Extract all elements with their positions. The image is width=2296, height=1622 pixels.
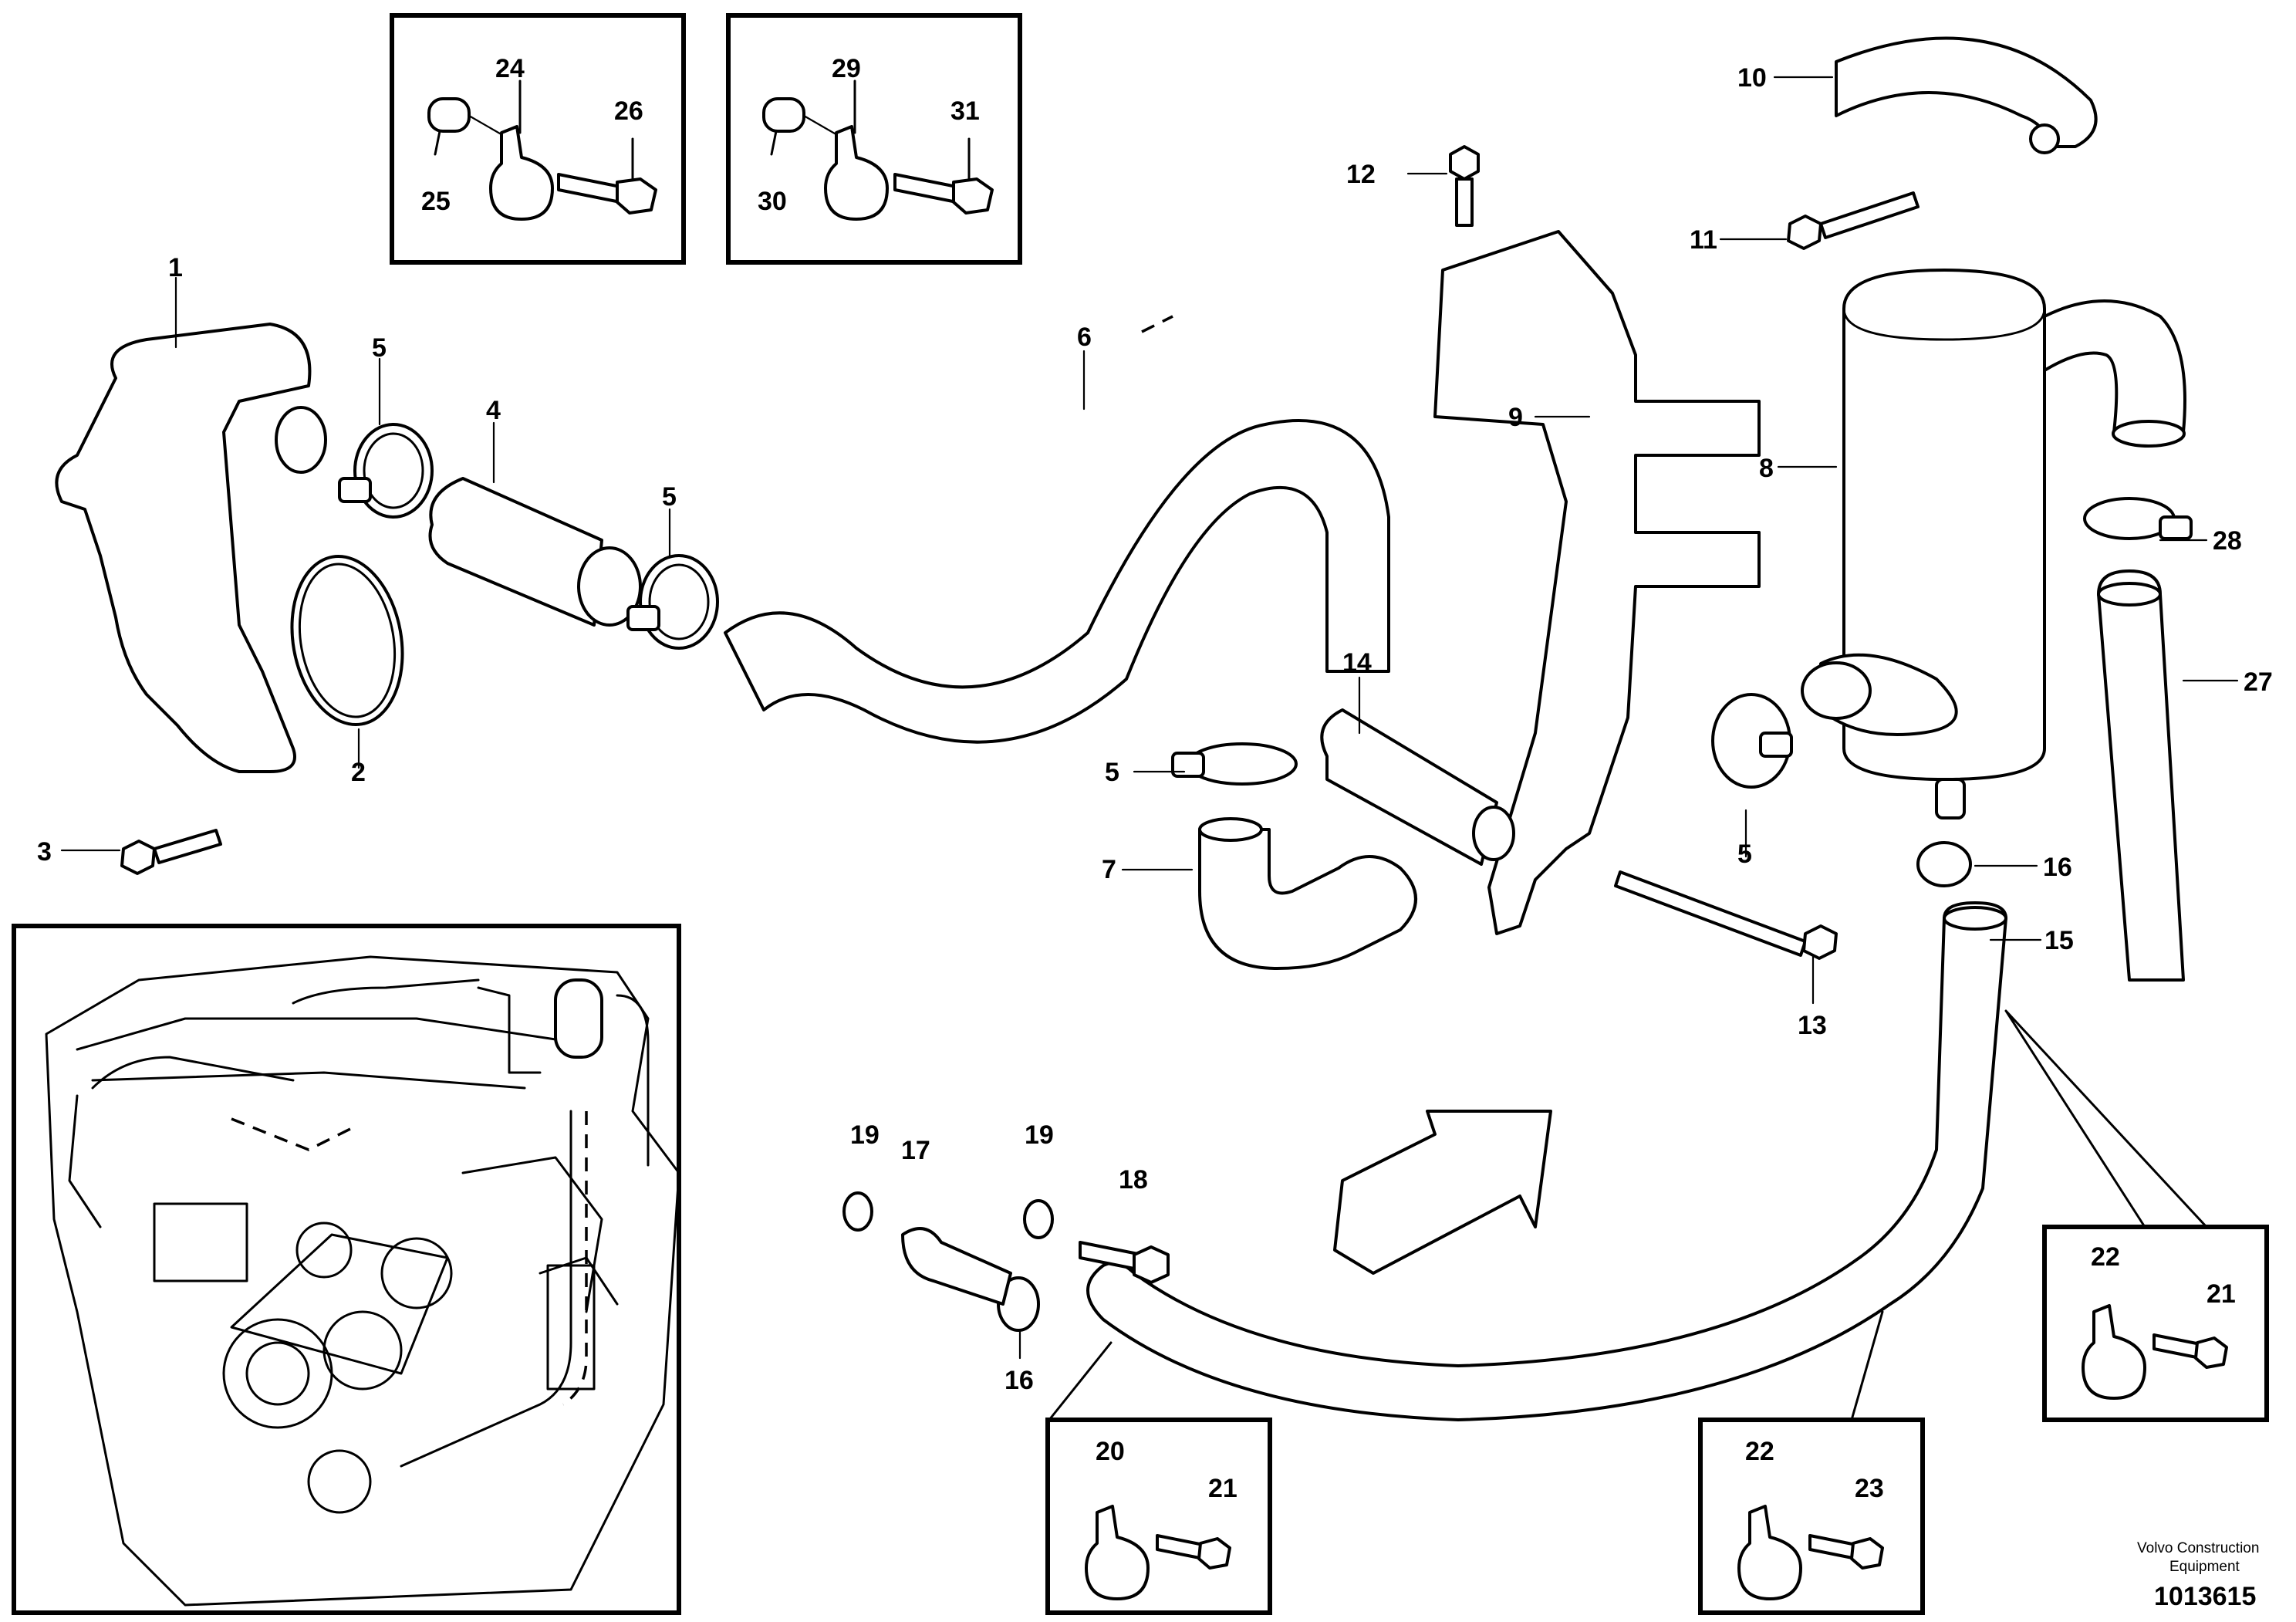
detail-box-22-23 xyxy=(1698,1310,1925,1615)
clamp-5-b xyxy=(639,554,719,650)
detail-box-24-26 xyxy=(390,13,686,265)
callout-2: 2 xyxy=(351,758,366,787)
washer-19-a xyxy=(842,1191,873,1232)
screw-3 xyxy=(120,829,222,875)
strap-10 xyxy=(1835,36,2098,148)
callout-31: 31 xyxy=(950,96,980,126)
callout-6: 6 xyxy=(1077,323,1092,352)
bracket-9 xyxy=(1433,230,1761,935)
callout-3: 3 xyxy=(37,837,52,867)
callout-19b: 19 xyxy=(1025,1120,1054,1150)
leader-lines xyxy=(60,76,2239,1360)
callout-28: 28 xyxy=(2213,526,2242,556)
callout-30: 30 xyxy=(758,187,787,216)
elbow-7 xyxy=(1198,828,1417,970)
callout-10: 10 xyxy=(1737,63,1767,93)
brand-line-2: Equipment xyxy=(2169,1559,2240,1575)
callout-16b: 16 xyxy=(1004,1366,1034,1395)
callout-21a: 21 xyxy=(1208,1474,1237,1503)
callout-1: 1 xyxy=(168,253,183,282)
callout-12: 12 xyxy=(1346,160,1376,189)
callout-13: 13 xyxy=(1798,1011,1827,1040)
callout-labels: 1 2 3 4 5 5 5 5 6 7 8 9 10 11 12 13 14 1… xyxy=(37,54,2273,1503)
callout-22b: 22 xyxy=(2091,1242,2120,1272)
callout-5a: 5 xyxy=(372,333,387,363)
callout-16a: 16 xyxy=(2043,853,2072,882)
clamp-5-a xyxy=(353,423,434,519)
hose-14 xyxy=(1320,708,1498,866)
brand-line-1: Volvo Construction xyxy=(2137,1540,2259,1556)
housing-outlet xyxy=(275,406,327,474)
callout-17: 17 xyxy=(901,1136,930,1165)
clip-16-a xyxy=(1916,841,1972,887)
breather-housing xyxy=(55,323,312,773)
bolt-13 xyxy=(1614,870,1838,960)
hose-4 xyxy=(428,477,603,627)
callout-21b: 21 xyxy=(2207,1279,2236,1309)
banjo-17 xyxy=(901,1227,1012,1306)
callout-11: 11 xyxy=(1690,225,1717,255)
callout-5d: 5 xyxy=(1737,840,1752,869)
callout-5c: 5 xyxy=(1105,758,1119,787)
seal-ring xyxy=(290,554,404,727)
screw-11 xyxy=(1787,191,1920,250)
callout-9: 9 xyxy=(1508,403,1523,432)
callout-4: 4 xyxy=(486,396,501,425)
callout-7: 7 xyxy=(1102,855,1116,884)
callout-23: 23 xyxy=(1855,1474,1884,1503)
callout-27: 27 xyxy=(2244,667,2273,697)
callout-5b: 5 xyxy=(662,482,677,512)
engine-overview-inset xyxy=(12,924,681,1615)
callout-25: 25 xyxy=(421,187,451,216)
flow-arrow xyxy=(1333,1110,1552,1275)
callout-8: 8 xyxy=(1759,454,1774,483)
hose-6 xyxy=(724,419,1390,744)
callout-19a: 19 xyxy=(850,1120,880,1150)
callout-18: 18 xyxy=(1119,1165,1148,1195)
bolt-12 xyxy=(1449,145,1480,227)
hose-15 xyxy=(1086,901,2007,1421)
callout-29: 29 xyxy=(832,54,861,83)
detail-box-29-31 xyxy=(726,13,1022,265)
callout-14: 14 xyxy=(1342,648,1372,678)
callout-22a: 22 xyxy=(1745,1437,1774,1466)
callout-24: 24 xyxy=(495,54,525,83)
detail-box-20-21 xyxy=(1045,1341,1272,1615)
oil-separator-canister xyxy=(1801,269,2186,819)
washer-19-b xyxy=(1023,1199,1054,1239)
callout-15: 15 xyxy=(2044,926,2074,955)
hose-27 xyxy=(2097,569,2185,982)
callout-20: 20 xyxy=(1096,1437,1125,1466)
bolt-18 xyxy=(1079,1241,1170,1284)
detail-box-21-22 xyxy=(2004,1009,2269,1422)
callout-26: 26 xyxy=(614,96,643,126)
drawing-number: 1013615 xyxy=(2154,1582,2256,1611)
